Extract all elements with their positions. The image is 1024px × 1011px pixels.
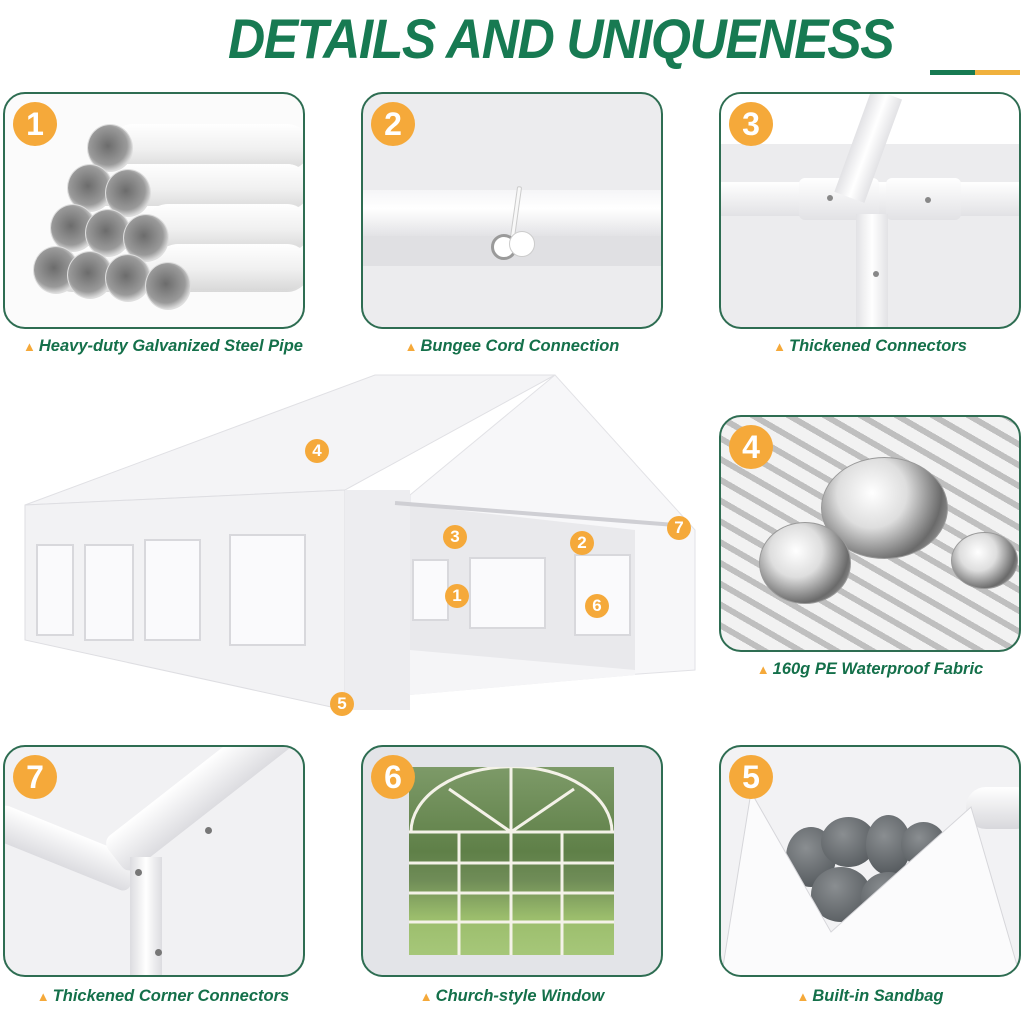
arched-window-image	[409, 767, 614, 955]
caption-waterproof-fabric: ▲160g PE Waterproof Fabric	[756, 660, 984, 678]
feature-card-sandbag: 5	[719, 745, 1021, 977]
triangle-up-icon: ▲	[796, 989, 810, 1004]
feature-card-thickened-connectors: 3	[719, 92, 1021, 329]
marker-5: 5	[330, 692, 354, 716]
title-accent-bar	[930, 70, 1020, 75]
triangle-up-icon: ▲	[23, 339, 36, 354]
caption-church-window: ▲Church-style Window	[419, 987, 605, 1005]
triangle-up-icon: ▲	[773, 339, 786, 354]
caption-steel-pipe: ▲Heavy-duty Galvanized Steel Pipe	[23, 337, 303, 355]
tent-main-image: 4 3 2 7 1 6 5	[15, 370, 705, 730]
marker-6: 6	[585, 594, 609, 618]
feature-card-corner-connectors: 7	[3, 745, 305, 977]
marker-2: 2	[570, 531, 594, 555]
number-badge: 2	[371, 102, 415, 146]
number-badge: 1	[13, 102, 57, 146]
marker-4: 4	[305, 439, 329, 463]
number-badge: 6	[371, 755, 415, 799]
number-badge: 5	[729, 755, 773, 799]
party-tent-illustration	[24, 374, 696, 711]
caption-corner-connectors: ▲Thickened Corner Connectors	[36, 987, 290, 1005]
triangle-up-icon: ▲	[36, 989, 50, 1004]
triangle-up-icon: ▲	[404, 339, 418, 354]
triangle-up-icon: ▲	[756, 662, 770, 677]
number-badge: 7	[13, 755, 57, 799]
caption-sandbag: ▲Built-in Sandbag	[796, 987, 944, 1005]
triangle-up-icon: ▲	[419, 989, 433, 1004]
marker-7: 7	[667, 516, 691, 540]
page-title: DETAILS AND UNIQUENESS	[228, 7, 895, 70]
feature-card-church-window: 6	[361, 745, 663, 977]
number-badge: 4	[729, 425, 773, 469]
feature-card-steel-pipe: 1	[3, 92, 305, 329]
marker-3: 3	[443, 525, 467, 549]
caption-thickened-connectors: ▲Thickened Connectors	[773, 337, 967, 355]
marker-1: 1	[445, 584, 469, 608]
number-badge: 3	[729, 102, 773, 146]
feature-card-bungee-cord: 2	[361, 92, 663, 329]
caption-bungee-cord: ▲Bungee Cord Connection	[404, 337, 620, 355]
feature-card-waterproof-fabric: 4	[719, 415, 1021, 652]
